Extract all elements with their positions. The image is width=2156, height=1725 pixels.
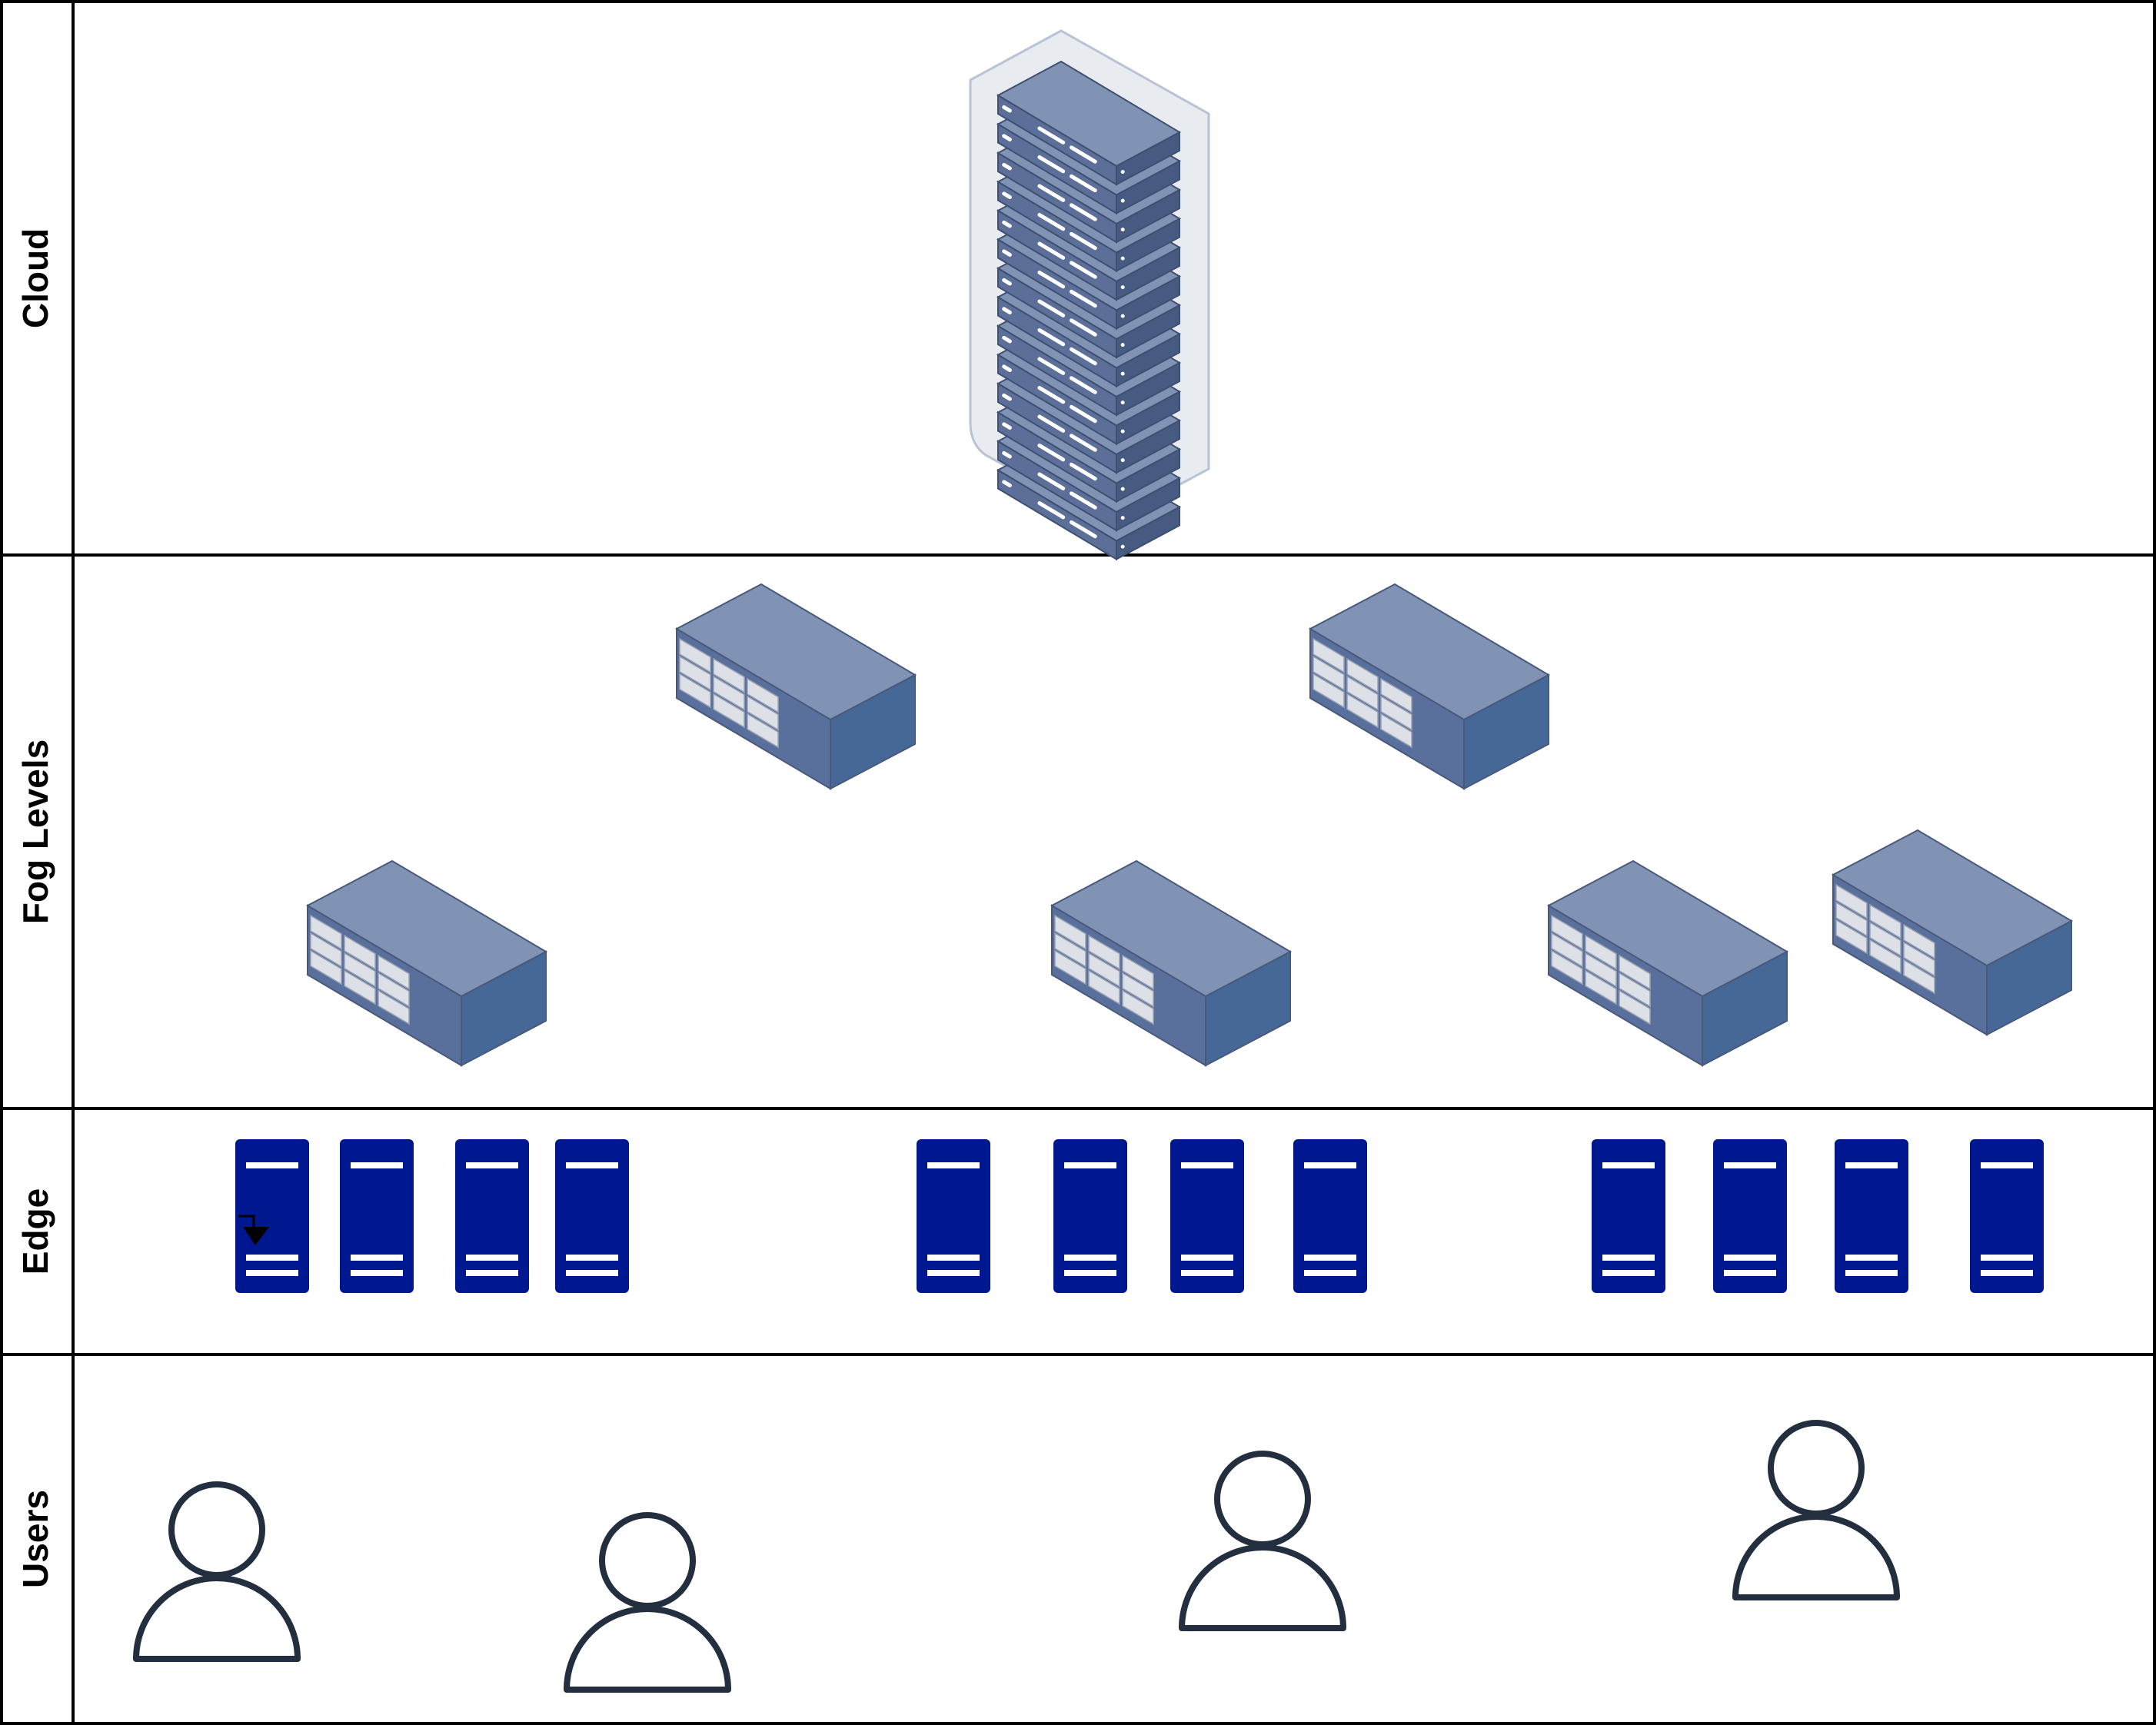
edge-server-icon [1835,1139,1908,1293]
lane-edge: Edge [15,1188,55,1275]
fog-node-icon [305,859,548,1067]
edge-server-icon [455,1139,529,1293]
cursor-arrow-icon [238,1215,269,1245]
edge-server-icon [1053,1139,1127,1293]
edge-server-icon [1970,1139,2044,1293]
fog-node-icon [1831,829,2074,1036]
lane-fog-levels: Fog Levels [15,740,55,924]
users [133,1420,1900,1693]
user-icon [133,1481,301,1662]
user-icon [1732,1420,1900,1600]
edge-server-icon [917,1139,990,1293]
edge-server-icon [1170,1139,1244,1293]
lane-users: Users [15,1490,55,1588]
edge-server-icon [1713,1139,1787,1293]
user-icon [564,1512,731,1693]
lane-cloud: Cloud [15,228,55,328]
edge-server-icon [555,1139,629,1293]
edge-server-icon [235,1139,309,1293]
fog-nodes [305,583,2074,1067]
lane-label-fog-levels: Fog Levels [15,740,55,924]
rack-unit [996,60,1182,186]
rack-units [996,60,1182,561]
fog-node-icon [674,583,917,790]
server-rack-icon [969,29,1210,561]
lane-label-edge: Edge [15,1188,55,1275]
fog-node-icon [1050,859,1293,1067]
lane-label-cloud: Cloud [15,228,55,328]
edge-server-icon [1592,1139,1665,1293]
lane-label-users: Users [15,1490,55,1588]
edge-server-icon [340,1139,414,1293]
fog-node-icon [1308,583,1551,790]
edge-servers [235,1139,2044,1293]
fog-node-icon [1546,859,1789,1067]
user-icon [1179,1451,1346,1631]
edge-server-icon [1293,1139,1367,1293]
